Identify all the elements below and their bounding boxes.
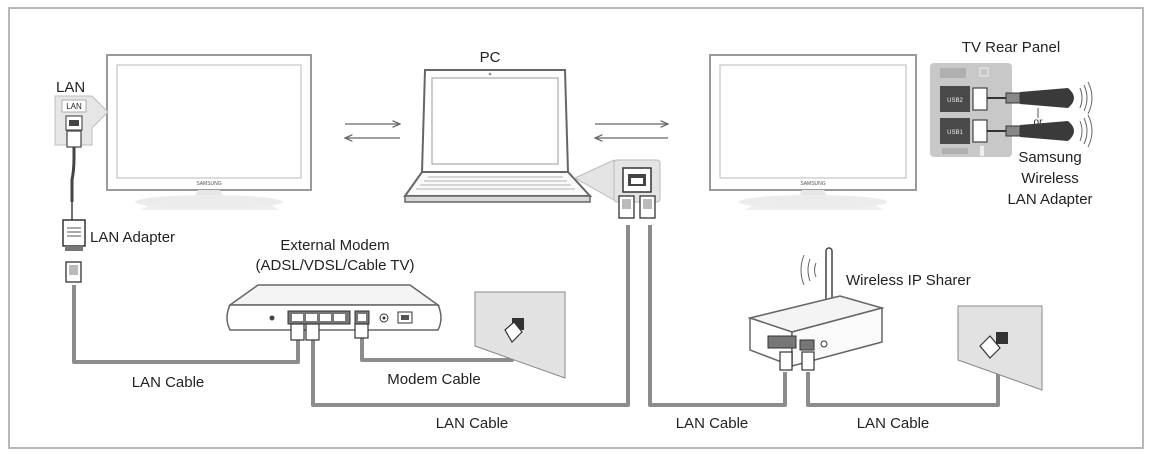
lan-cable-left (72, 285, 300, 364)
lan-label: LAN (56, 79, 85, 96)
wireless-lan-adapter-bottom (987, 114, 1093, 148)
wireless-ip-sharer (747, 247, 885, 371)
tv-rear-panel-label: TV Rear Panel (962, 39, 1060, 56)
external-modem-type-label: (ADSL/VDSL/Cable TV) (256, 257, 415, 274)
modem-cable-label: Modem Cable (387, 371, 480, 388)
right-tv: SAMSUNG (709, 54, 917, 210)
left-tv-brand: SAMSUNG (196, 181, 221, 187)
lan-port-label: LAN (66, 102, 82, 111)
or-label: or (1034, 117, 1044, 128)
wall-jack-router (957, 305, 1043, 391)
lan-cable-router-left-label: LAN Cable (676, 415, 749, 432)
lan-cable-router-right-label: LAN Cable (857, 415, 930, 432)
lan-cable-left-label: LAN Cable (132, 374, 205, 391)
tv-rear-panel: USB2 USB1 (930, 63, 1012, 157)
lan-adapter-wireless-label: LAN Adapter (1007, 191, 1092, 208)
pc-laptop (403, 69, 593, 203)
wireless-label: Wireless (1021, 170, 1079, 187)
lan-cable-center (311, 225, 630, 407)
lan-cable-router-left (648, 225, 787, 407)
wireless-ip-sharer-label: Wireless IP Sharer (846, 272, 971, 289)
usb2-label: USB2 (947, 98, 963, 104)
wall-jack-modem (474, 291, 566, 379)
lan-cable-router-right (806, 352, 1000, 407)
samsung-label: Samsung (1018, 149, 1081, 166)
external-modem-label: External Modem (280, 237, 389, 254)
right-tv-brand: SAMSUNG (800, 181, 825, 187)
wireless-lan-adapter-top (987, 81, 1093, 115)
lan-port-callout: LAN (54, 95, 109, 220)
usb1-label: USB1 (947, 130, 963, 136)
external-modem (226, 284, 442, 341)
lan-cable-center-label: LAN Cable (436, 415, 509, 432)
lan-adapter-label: LAN Adapter (90, 229, 175, 246)
left-tv: SAMSUNG (106, 54, 312, 210)
lan-adapter (62, 219, 86, 283)
pc-label: PC (480, 49, 501, 66)
pc-lan-port-callout (573, 159, 661, 219)
